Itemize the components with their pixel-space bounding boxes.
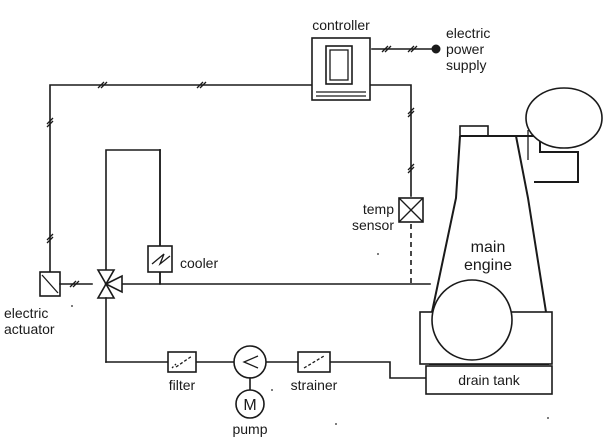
power-supply-icon [431,44,441,54]
temp-sensor-icon [398,197,424,284]
power-supply-line [371,44,441,54]
controller-label: controller [312,17,370,33]
signal-line-controller-to-actuator [46,81,313,273]
filter-icon [167,351,197,373]
motor-label: M [243,397,256,414]
power-supply-label-line2: power [446,41,484,57]
main-engine-label-line1: main [471,239,506,256]
electric-actuator-icon [39,271,93,297]
actuator-label-line1: electric [4,305,48,321]
strainer-icon [297,351,331,373]
main-engine-icon [419,87,603,365]
power-supply-label-line1: electric [446,25,490,41]
cooler-label: cooler [180,255,218,271]
scan-specks [71,253,549,425]
controller-icon [311,37,371,101]
main-engine-label-line2: engine [464,257,512,274]
drain-tank-icon [425,365,553,395]
three-way-valve-icon [96,269,123,363]
power-supply-label-line3: supply [446,57,486,73]
cooler-icon [147,245,173,273]
signal-line-controller-to-sensor [369,84,415,197]
temp-sensor-label-line1: temp [363,201,394,217]
pipe-strainer-tank [329,361,427,379]
filter-label: filter [169,377,196,393]
pump-icon [233,345,267,391]
motor-icon [235,389,265,419]
strainer-label: strainer [291,377,338,393]
pump-label: pump [232,421,267,437]
actuator-label-line2: actuator [4,321,55,337]
drain-tank-label: drain tank [458,372,520,388]
temp-sensor-label-line2: sensor [352,217,394,233]
cooler-branch [105,149,161,285]
